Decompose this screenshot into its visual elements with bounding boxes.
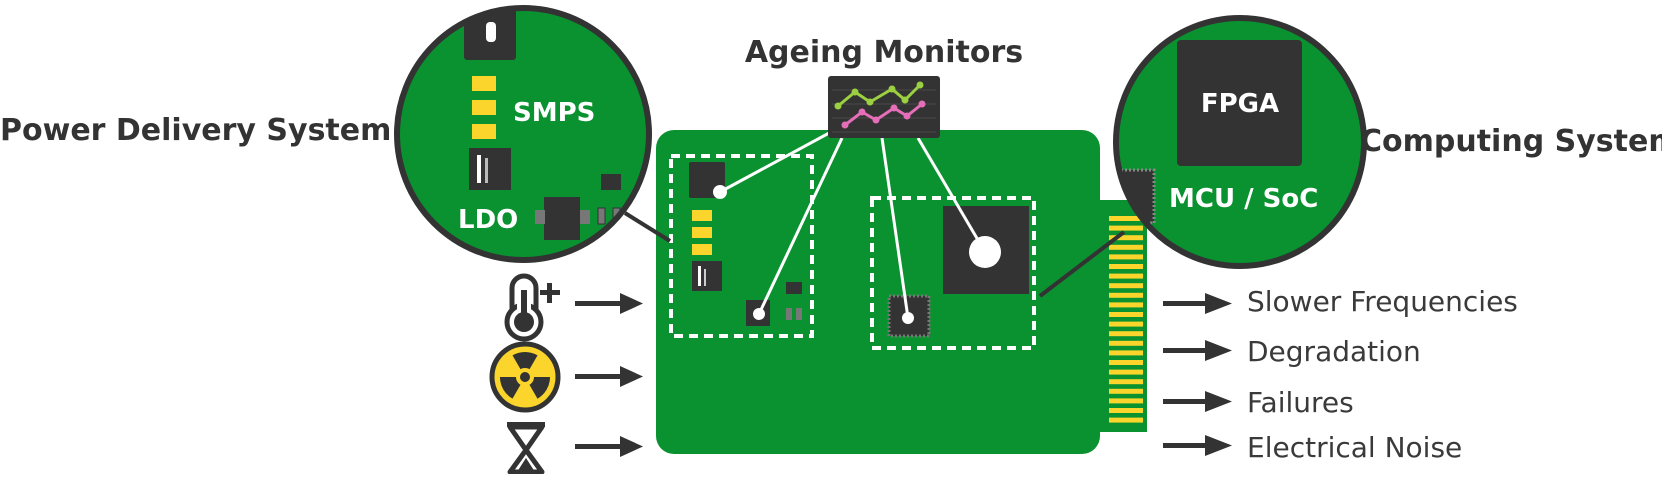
stressor-arrows bbox=[575, 293, 643, 457]
connector-pin bbox=[1109, 408, 1143, 413]
connector-pin bbox=[1109, 235, 1143, 241]
power-zoom-contents: SMPS LDO bbox=[458, 8, 621, 240]
monitor-trend-point bbox=[841, 121, 849, 129]
connector-pin bbox=[1109, 312, 1143, 317]
hourglass-icon bbox=[507, 422, 545, 475]
connector-pin bbox=[1109, 369, 1143, 375]
monitor-sense-points bbox=[713, 185, 1001, 324]
connector-pin bbox=[1109, 417, 1143, 423]
connector-pin bbox=[1109, 321, 1143, 327]
radiation-icon bbox=[489, 341, 561, 413]
monitor-trend-line bbox=[837, 83, 922, 108]
board-cap-3 bbox=[692, 244, 712, 255]
connector-pin bbox=[1109, 225, 1143, 231]
board-cap-2 bbox=[692, 227, 712, 238]
effect-label-failures: Failures bbox=[1247, 386, 1354, 419]
connector-pin bbox=[1109, 254, 1143, 260]
connector-pin bbox=[1109, 216, 1143, 221]
title-ageing-monitors: Ageing Monitors bbox=[745, 35, 1023, 70]
connector-pin bbox=[1109, 283, 1143, 289]
ageing-monitor-display bbox=[828, 76, 940, 138]
zoom-cap-1 bbox=[472, 76, 496, 91]
computing-zoom-ring bbox=[1113, 15, 1367, 269]
connector-pin bbox=[1109, 302, 1143, 308]
label-smps: SMPS bbox=[513, 98, 595, 128]
monitor-trend-point bbox=[890, 104, 898, 112]
connector-pin bbox=[1109, 292, 1143, 298]
effect-label-degradation: Degradation bbox=[1247, 335, 1421, 368]
monitor-trend-lines bbox=[834, 81, 926, 129]
monitor-trend-point bbox=[916, 81, 924, 89]
monitor-wires bbox=[719, 124, 987, 319]
board-power-components bbox=[689, 162, 802, 326]
title-computing-system: Computing System bbox=[1360, 124, 1662, 159]
zoom-capacitor-tall-icon bbox=[469, 148, 511, 190]
board-mcu bbox=[887, 294, 931, 338]
connector-pin bbox=[1109, 273, 1143, 279]
thermometer-plus-icon bbox=[504, 273, 560, 342]
monitor-trend-point bbox=[872, 116, 880, 124]
zoom-cap-3 bbox=[472, 124, 496, 139]
effect-label-electrical-noise: Electrical Noise bbox=[1247, 431, 1462, 464]
monitor-trend-point bbox=[903, 112, 911, 120]
monitor-trend-point bbox=[888, 85, 896, 93]
connector-pin bbox=[1109, 398, 1143, 404]
connector-pin bbox=[1109, 244, 1143, 250]
board-small-ic bbox=[786, 282, 802, 294]
zoom-ldo-icon bbox=[544, 197, 580, 240]
monitor-trend-point bbox=[901, 96, 909, 104]
effect-label-slower-frequencies: Slower Frequencies bbox=[1247, 285, 1518, 318]
zoom-fpga-icon bbox=[1177, 40, 1302, 166]
edge-connector bbox=[1100, 200, 1147, 432]
effect-arrows bbox=[1163, 293, 1232, 456]
computing-zoom-contents: FPGA MCU / SoC bbox=[1116, 40, 1318, 225]
label-ldo: LDO bbox=[458, 205, 518, 235]
connector-pin bbox=[1109, 360, 1143, 365]
monitor-trend-point bbox=[858, 108, 866, 116]
zoom-small-ic-icon bbox=[601, 174, 621, 190]
monitor-trend-point bbox=[834, 102, 842, 110]
connector-pin bbox=[1109, 331, 1143, 337]
label-fpga: FPGA bbox=[1201, 89, 1279, 119]
power-zoom-circle bbox=[397, 8, 649, 260]
power-zoom-ring bbox=[394, 5, 652, 263]
zoom-line-computing bbox=[1038, 230, 1126, 298]
connector-pin bbox=[1109, 379, 1143, 385]
monitor-trend-point bbox=[866, 98, 874, 106]
label-mcu-soc: MCU / SoC bbox=[1169, 184, 1318, 214]
monitor-trend-point bbox=[851, 88, 859, 96]
connector-pins bbox=[1109, 216, 1143, 423]
connector-pin bbox=[1109, 340, 1143, 346]
zoom-cap-2 bbox=[472, 100, 496, 115]
board-capacitor-tall bbox=[692, 261, 722, 291]
board-cap-1 bbox=[692, 210, 712, 221]
connector-pin bbox=[1109, 350, 1143, 356]
title-power-delivery: Power Delivery System bbox=[0, 113, 391, 148]
zoom-line-power bbox=[623, 211, 672, 243]
connector-pin bbox=[1109, 388, 1143, 394]
monitor-trend-point bbox=[918, 100, 926, 108]
power-region-outline bbox=[669, 154, 814, 338]
connector-pin bbox=[1109, 264, 1143, 269]
